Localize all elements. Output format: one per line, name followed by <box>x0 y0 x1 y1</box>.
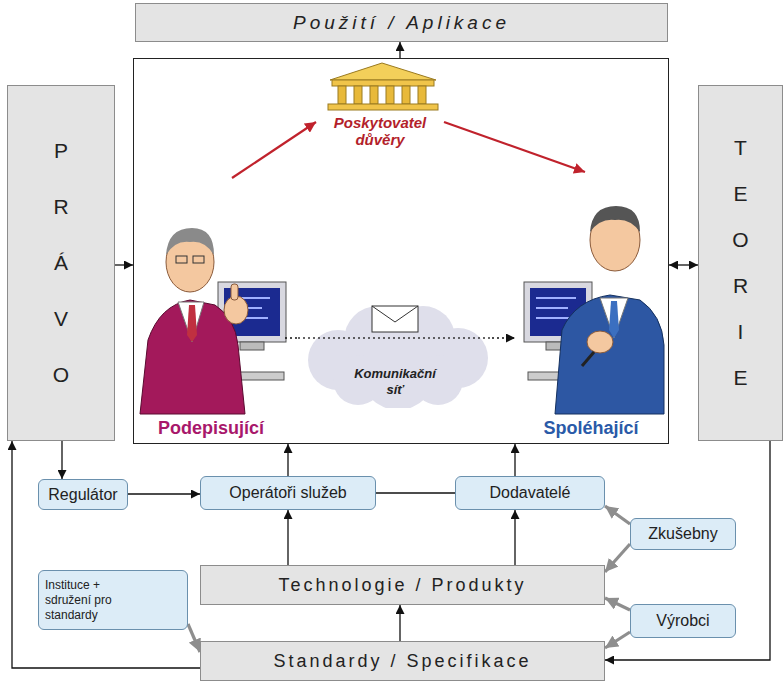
temple-column <box>338 86 346 104</box>
flow-arrow <box>115 264 133 265</box>
glasses <box>176 256 187 263</box>
flow-arrow <box>287 444 288 476</box>
application-band: Použití / Aplikace <box>135 3 668 42</box>
temple-column <box>402 86 410 104</box>
relying-figure <box>524 206 664 414</box>
process-box: Dodavatelé <box>455 476 605 510</box>
connectors <box>12 42 770 668</box>
relying-party: Spoléhající <box>515 172 667 441</box>
shirt <box>178 302 204 342</box>
screen-line <box>536 297 576 299</box>
signer-figure <box>140 228 286 414</box>
actor-label: Podepisující <box>158 418 264 439</box>
tie <box>609 301 619 338</box>
pen <box>582 352 594 366</box>
signer: Podepisující <box>137 178 285 441</box>
actor-label: Poskytovatel důvěry <box>316 114 444 149</box>
envelope-icon <box>372 306 418 332</box>
flow-arrow <box>605 544 630 572</box>
envelope-flap <box>372 306 418 322</box>
trust-arrow <box>232 122 316 178</box>
vertical-label: PRÁVO <box>53 123 70 403</box>
flow-arrow <box>12 441 200 668</box>
box-label: Zkušebny <box>648 525 717 543</box>
technology-band: Technologie / Produkty <box>200 565 605 605</box>
flow-arrow <box>61 441 62 479</box>
flow-arrow <box>605 598 630 610</box>
process-box: Operátoři služeb <box>200 476 376 510</box>
process-box: Výrobci <box>630 604 736 638</box>
trust-provider: Poskytovatel důvěry <box>316 60 444 152</box>
message-path <box>298 337 492 339</box>
box-label: Výrobci <box>656 612 709 630</box>
trust-arrow <box>444 122 585 172</box>
band-label: Použití / Aplikace <box>293 12 510 34</box>
temple-beam <box>332 80 434 86</box>
box-label: Operátoři služeb <box>229 484 346 502</box>
network-cloud: Komunikační síť <box>298 300 492 408</box>
box-label: Dodavatelé <box>490 484 571 502</box>
box-label: Regulátor <box>48 486 117 504</box>
tie <box>187 305 197 342</box>
theory-panel: TEORIE <box>698 85 783 441</box>
temple-base <box>328 104 438 110</box>
flow-arrow <box>128 493 200 494</box>
hand <box>587 331 613 353</box>
scene-frame: Poskytovatel důvěryPodepisující Komunikač… <box>133 58 669 444</box>
screen-line <box>536 307 568 309</box>
flow-arrow <box>188 624 200 652</box>
flow-arrow <box>605 441 770 660</box>
temple-column <box>370 86 378 104</box>
actor-label: Spoléhající <box>543 418 638 439</box>
flow-arrow <box>399 42 400 58</box>
flow-arrow <box>376 492 455 493</box>
glasses <box>193 256 204 263</box>
band-label: Technologie / Produkty <box>278 575 526 596</box>
temple-column <box>418 86 426 104</box>
temple-roof <box>330 63 436 80</box>
flow-arrow <box>605 632 630 648</box>
vertical-label: TEORIE <box>732 125 749 401</box>
monitor-stand <box>240 342 264 350</box>
band-label: Standardy / Specifikace <box>273 651 531 672</box>
process-box: Instituce + sdružení pro standardy <box>38 570 188 630</box>
temple-column <box>354 86 362 104</box>
standards-band: Standardy / Specifikace <box>200 641 605 681</box>
cloud-label: Komunikační síť <box>345 366 445 399</box>
temple-column <box>386 86 394 104</box>
flow-arrow <box>287 510 288 565</box>
message-arrow <box>285 337 298 339</box>
process-box: Regulátor <box>38 479 128 510</box>
jacket <box>555 295 664 414</box>
process-box: Zkušebny <box>630 518 736 550</box>
thumb <box>231 284 238 300</box>
box-label: Instituce + sdružení pro standardy <box>45 578 129 623</box>
flow-arrow <box>399 605 400 641</box>
law-panel: PRÁVO <box>7 85 115 441</box>
flow-arrow <box>605 506 630 524</box>
hair <box>590 206 640 232</box>
temple-icon <box>328 63 438 110</box>
message-arrow <box>492 337 515 339</box>
flow-arrow <box>514 444 515 476</box>
flow-arrow <box>514 510 515 565</box>
hair <box>166 228 214 255</box>
flow-arrow <box>669 264 698 265</box>
